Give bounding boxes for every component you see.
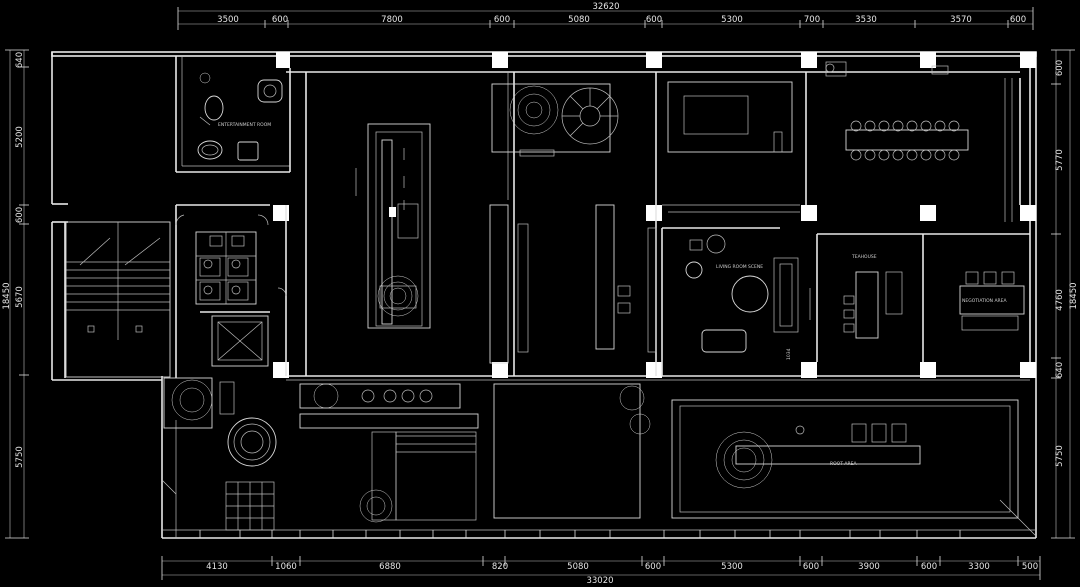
right-dim-2: 5770 xyxy=(1055,149,1065,171)
root-area: ROOT AREA xyxy=(671,399,1037,537)
bottom-dim-8: 600 xyxy=(803,562,819,572)
teahouse: TEAHOUSE xyxy=(809,254,903,339)
lower-courtyard xyxy=(161,377,651,531)
entertainment-room: ENTERTAINMENT ROOM xyxy=(197,72,283,161)
restrooms xyxy=(175,214,287,305)
bottom-dimension-chain: 4130 1060 6880 820 5080 600 5300 600 390… xyxy=(161,556,1041,586)
bottom-dim-5: 5080 xyxy=(567,562,589,572)
exhibition-hall xyxy=(355,123,431,329)
bottom-dim-2: 1060 xyxy=(275,562,297,572)
left-total-dim: 18450 xyxy=(2,282,12,309)
left-dim-3: 600 xyxy=(15,207,25,223)
top-dim-2: 600 xyxy=(272,15,288,25)
negotiation-area: NEGOTIATION AREA xyxy=(959,271,1025,331)
top-dim-5: 5080 xyxy=(568,15,590,25)
bottom-dim-12: 500 xyxy=(1022,562,1038,572)
top-dim-9: 3530 xyxy=(855,15,877,25)
right-dim-3: 4760 xyxy=(1055,289,1065,311)
right-dim-5: 5750 xyxy=(1055,445,1065,467)
top-dim-1: 3500 xyxy=(217,15,239,25)
central-display-tables xyxy=(489,204,657,364)
teahouse-label: TEAHOUSE xyxy=(851,254,877,260)
bottom-dim-10: 600 xyxy=(921,562,937,572)
structural-columns xyxy=(273,52,1036,378)
bottom-dim-1: 4130 xyxy=(206,562,228,572)
left-dim-1: 640 xyxy=(15,52,25,68)
top-total-dim: 32620 xyxy=(592,2,619,12)
top-dim-7: 5300 xyxy=(721,15,743,25)
bottom-dim-9: 3900 xyxy=(858,562,880,572)
bottom-dim-7: 5300 xyxy=(721,562,743,572)
bottom-dim-4: 820 xyxy=(492,562,508,572)
entertainment-room-label: ENTERTAINMENT ROOM xyxy=(218,122,271,128)
bottom-total-dim: 33020 xyxy=(586,576,613,586)
top-dim-4: 600 xyxy=(494,15,510,25)
root-area-label: ROOT AREA xyxy=(830,461,857,467)
left-dim-4: 5670 xyxy=(15,286,25,308)
elevator-shaft xyxy=(211,315,269,367)
right-dim-4: 640 xyxy=(1055,362,1065,378)
left-dimension-chain: 18450 640 5200 600 5670 5750 xyxy=(2,49,29,539)
left-dim-2: 5200 xyxy=(15,126,25,148)
right-dimension-chain: 600 5770 4760 640 5750 18450 xyxy=(1051,49,1079,539)
door-width-dim: 1034 xyxy=(786,348,792,360)
interior-walls xyxy=(175,56,1030,378)
top-dim-6: 600 xyxy=(646,15,662,25)
spiral-stair-area xyxy=(491,83,619,157)
top-dim-8: 700 xyxy=(804,15,820,25)
bottom-dim-6: 600 xyxy=(645,562,661,572)
top-dimension-chain: 32620 3500 600 7800 600 5080 600 5300 70… xyxy=(177,2,1034,30)
top-dim-10: 3570 xyxy=(950,15,972,25)
top-dim-3: 7800 xyxy=(381,15,403,25)
top-dim-11: 600 xyxy=(1010,15,1026,25)
main-staircase xyxy=(65,221,171,378)
right-dim-1: 600 xyxy=(1055,60,1065,76)
bottom-window-ticks xyxy=(199,530,961,538)
living-room: LIVING ROOM SCENE 1034 xyxy=(667,81,799,360)
outer-walls xyxy=(51,51,1037,539)
bottom-dim-3: 6880 xyxy=(379,562,401,572)
boardroom xyxy=(825,61,969,161)
right-total-dim: 18450 xyxy=(1069,282,1079,309)
negotiation-area-label: NEGOTIATION AREA xyxy=(962,298,1008,304)
left-dim-5: 5750 xyxy=(15,446,25,468)
living-room-label: LIVING ROOM SCENE xyxy=(716,264,763,270)
bottom-dim-11: 3300 xyxy=(968,562,990,572)
